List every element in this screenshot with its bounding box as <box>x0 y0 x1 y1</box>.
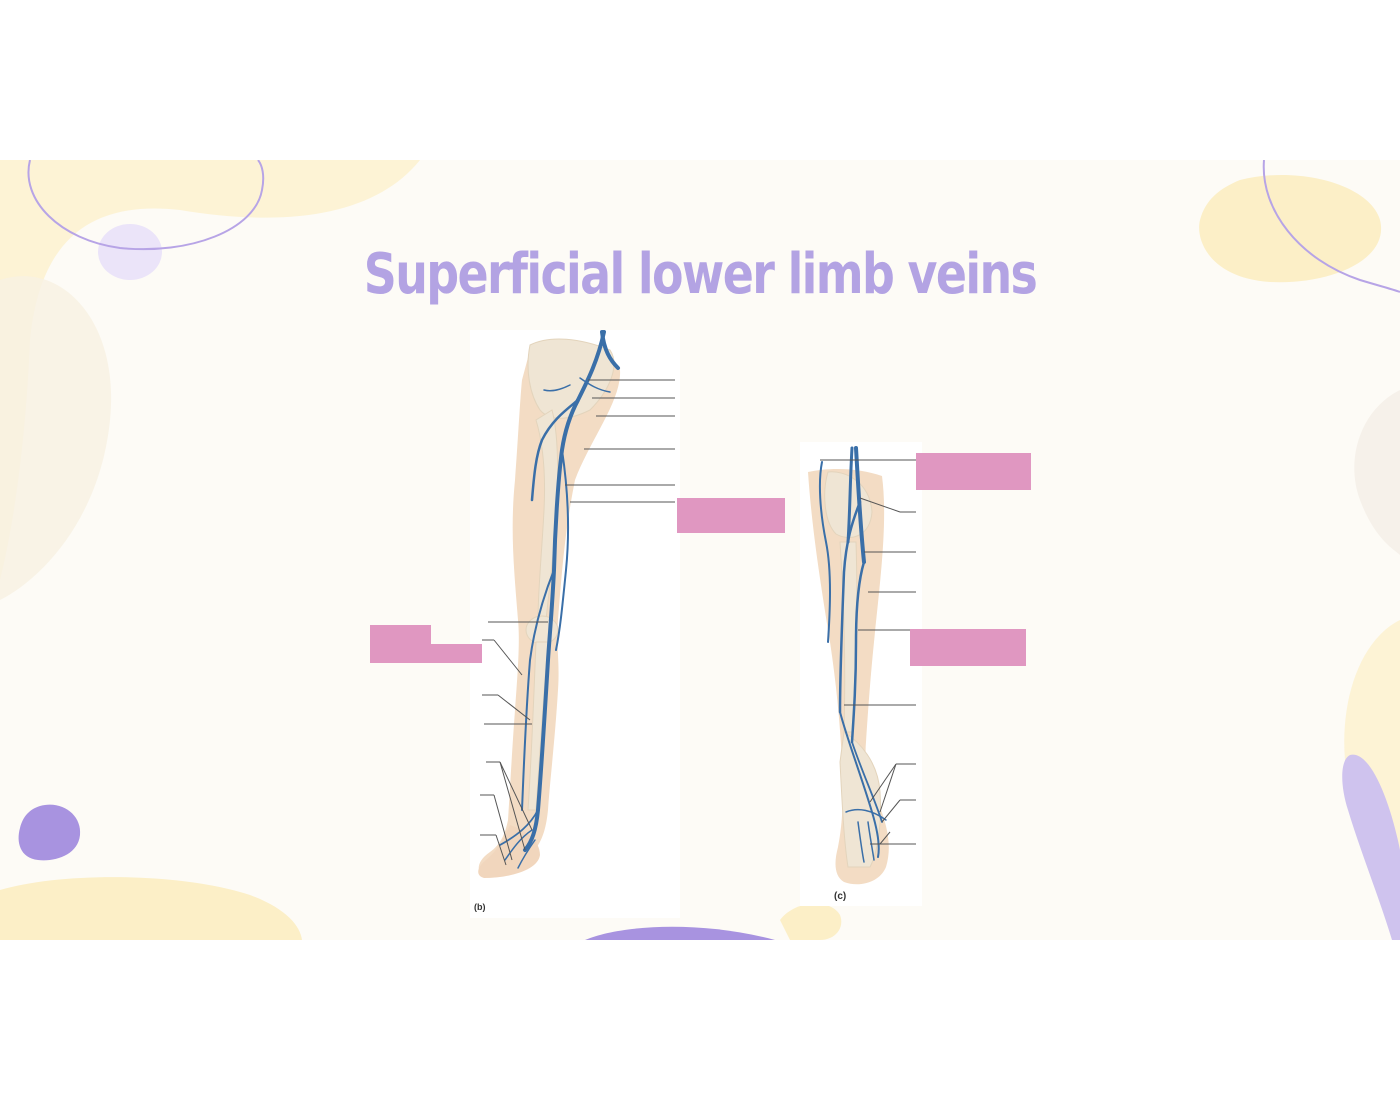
blob-yellow-bottom-left <box>0 877 302 940</box>
figure-panel-b: (b) <box>470 330 680 918</box>
blob-purple-bottom-right <box>1342 754 1400 940</box>
slide: Superficial lower limb veins <box>0 160 1400 940</box>
figure-panel-c: (c) <box>800 442 922 906</box>
leg-posterior-illustration <box>808 446 916 885</box>
leader-lines-b <box>480 379 675 866</box>
blob-yellow-top-left <box>0 160 420 580</box>
blob-lavender-top-left <box>98 224 162 280</box>
panel-b-label: (b) <box>474 902 486 912</box>
decorative-background <box>0 160 1400 940</box>
label-box-knee-lower <box>430 644 482 663</box>
blob-purple-bottom-left <box>18 804 81 861</box>
label-box-c-upper <box>916 453 1031 490</box>
blob-yellow-top-right <box>1199 174 1382 283</box>
knee-joint <box>525 615 559 645</box>
panel-c-label: (c) <box>834 891 847 902</box>
label-box-knee-upper <box>370 625 431 663</box>
label-box-thigh <box>677 498 785 533</box>
leg-silhouette <box>478 344 621 876</box>
slide-title: Superficial lower limb veins <box>363 242 1038 307</box>
blob-purple-bottom-center <box>585 926 775 940</box>
foot <box>478 825 540 878</box>
blob-cream-right <box>1354 390 1400 555</box>
outline-loop-top-right <box>1262 160 1400 293</box>
blob-yellow-bottom-center <box>780 903 842 940</box>
outline-loop-top-left <box>27 160 265 251</box>
label-box-c-middle <box>910 629 1026 666</box>
leg-anterior-illustration <box>478 330 675 878</box>
leader-lines-c <box>820 459 916 845</box>
blob-cream-left <box>0 276 112 600</box>
vein-network <box>499 330 620 869</box>
